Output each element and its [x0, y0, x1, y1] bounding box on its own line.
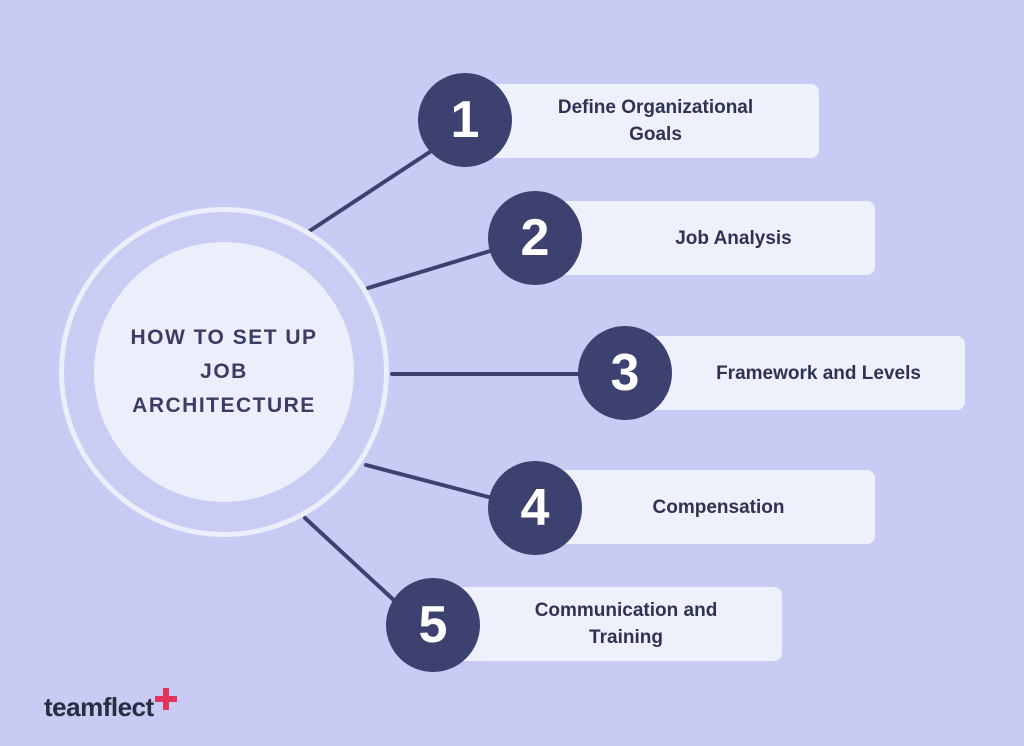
logo-plus-icon	[154, 688, 177, 710]
step-label-3: Framework and Levels	[716, 362, 921, 384]
step-number-1: 1	[450, 91, 480, 149]
connector-line-5	[303, 516, 400, 606]
step-badge-2: 2	[488, 191, 582, 285]
step-number-3: 3	[610, 344, 640, 402]
connector-line-1	[303, 138, 450, 236]
connector-line-4	[364, 463, 502, 502]
step-label-2: Job Analysis	[675, 227, 792, 249]
step-badge-3: 3	[578, 326, 672, 420]
step-badge-4: 4	[488, 461, 582, 555]
step-number-5: 5	[418, 596, 448, 654]
step-card-1: Define Organizational Goals	[468, 84, 819, 158]
step-card-3: Framework and Levels	[630, 336, 965, 410]
hub-circle: HOW TO SET UP JOB ARCHITECTURE	[94, 242, 354, 502]
step-badge-5: 5	[386, 578, 480, 672]
step-badge-1: 1	[418, 73, 512, 167]
step-number-4: 4	[520, 479, 550, 537]
step-number-2: 2	[520, 209, 550, 267]
logo-wordmark: teamflect	[44, 692, 154, 722]
step-label-1: Define Organizational Goals	[557, 97, 754, 145]
hub-title: HOW TO SET UP JOB ARCHITECTURE	[130, 326, 318, 417]
step-label-5: Communication and Training	[534, 600, 718, 648]
step-card-2: Job Analysis	[540, 201, 875, 275]
teamflect-logo: teamflect	[44, 688, 177, 724]
step-card-5: Communication and Training	[438, 587, 782, 661]
step-label-4: Compensation	[652, 496, 785, 518]
connector-line-2	[366, 246, 502, 290]
step-card-4: Compensation	[540, 470, 875, 544]
